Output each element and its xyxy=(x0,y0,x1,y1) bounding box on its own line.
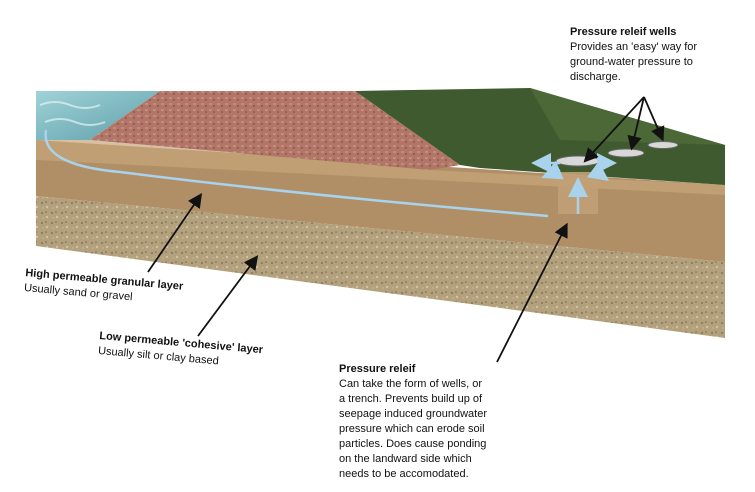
cohesive-pointer xyxy=(197,255,259,337)
wells-pointer-1 xyxy=(583,96,645,163)
wells-label-title: Pressure releif wells xyxy=(570,26,677,38)
relief-label-line: particles. Does cause ponding xyxy=(339,438,487,450)
wells-pointer-2 xyxy=(627,96,645,151)
relief-label-line: on the landward side which xyxy=(339,453,472,465)
wells-label-line: Provides an 'easy' way for xyxy=(570,41,698,53)
relief-label-line: pressure which can erode soil xyxy=(339,423,485,435)
wells-label: Pressure releif wells Provides an 'easy'… xyxy=(570,25,750,85)
relief-label-line: a trench. Prevents build up of xyxy=(339,393,483,405)
well-middle xyxy=(607,148,645,158)
ground-surface xyxy=(36,140,725,195)
relief-label: Pressure releif Can take the form of wel… xyxy=(339,362,509,482)
granular-pointer xyxy=(147,193,203,273)
grass-slope xyxy=(355,88,725,185)
wells-pointer-3 xyxy=(643,96,665,142)
relief-pointer xyxy=(496,222,568,363)
well-back xyxy=(647,141,679,149)
relief-label-title: Pressure releif xyxy=(339,363,416,375)
seepage-flow-arrow xyxy=(44,129,549,218)
cohesive-layer xyxy=(36,196,725,338)
relief-label-line: needs to be accomodated. xyxy=(339,468,469,480)
wells-label-line: discharge. xyxy=(570,71,621,83)
wells-label-line: ground-water pressure to xyxy=(570,56,693,68)
water-ripples xyxy=(39,101,106,126)
grass-top xyxy=(530,88,725,145)
embankment-front xyxy=(90,91,460,170)
relief-label-line: seepage induced groundwater xyxy=(339,408,488,420)
discharge-down-left-arrow xyxy=(541,160,564,180)
relief-label-line: Can take the form of wells, or xyxy=(339,378,483,390)
well-front xyxy=(555,155,601,167)
discharge-down-right-arrow xyxy=(586,161,610,181)
